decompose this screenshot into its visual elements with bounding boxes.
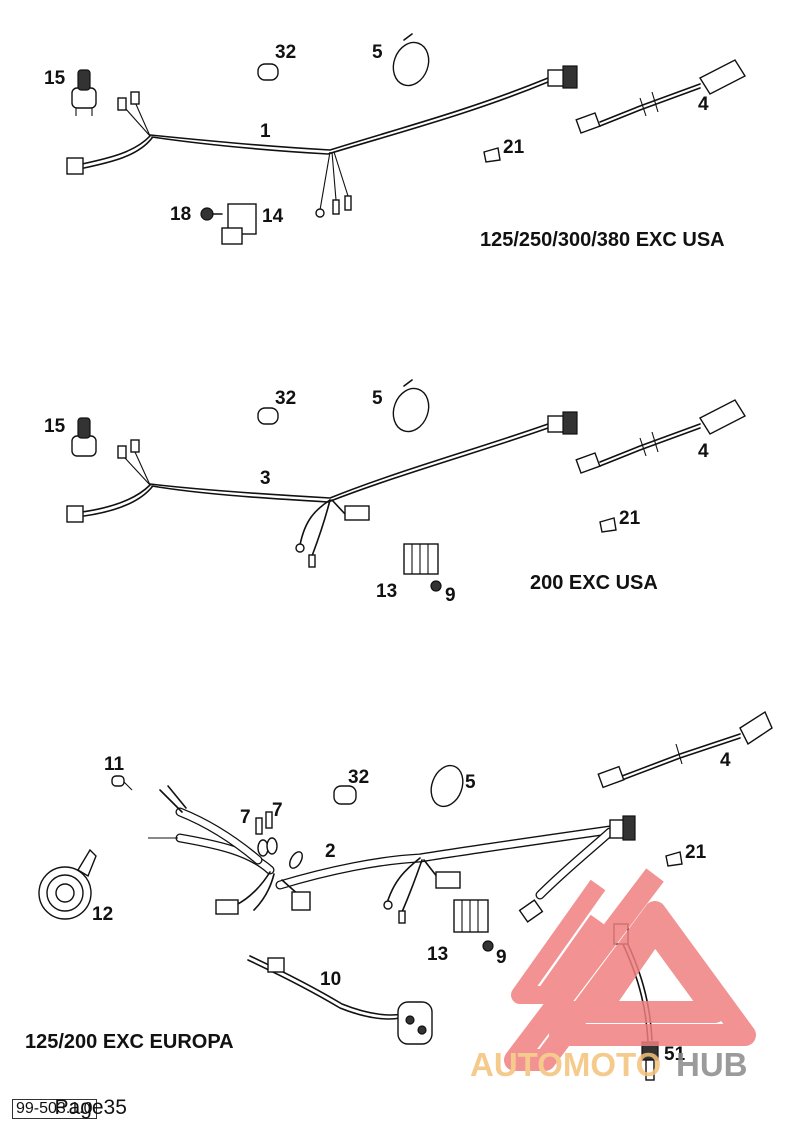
section-title-3: 125/200 EXC EUROPA bbox=[25, 1031, 234, 1053]
callout-15: 15 bbox=[44, 68, 66, 89]
automotohub-watermark: AUTOMOTO HUB bbox=[470, 868, 756, 1083]
callout-15: 15 bbox=[44, 416, 66, 437]
callout-5: 5 bbox=[372, 388, 383, 409]
callout-21: 21 bbox=[619, 508, 641, 529]
callout-1: 1 bbox=[260, 121, 271, 142]
callout-3: 3 bbox=[260, 468, 271, 489]
page-footer: 99-503.1.0 Page35 bbox=[12, 1093, 127, 1119]
callout-13: 13 bbox=[427, 944, 448, 965]
doc-code: 99-503.1.0 bbox=[12, 1099, 97, 1119]
callout-2: 2 bbox=[325, 841, 336, 862]
watermark-text-2: HUB bbox=[676, 1046, 748, 1083]
callout-5: 5 bbox=[465, 772, 476, 793]
callout-4: 4 bbox=[698, 94, 709, 115]
page-label: Page35 bbox=[54, 1096, 127, 1119]
section-2-200-exc-usa: 15 32 5 3 4 21 13 9 200 EXC USA bbox=[44, 379, 746, 606]
callout-14: 14 bbox=[262, 206, 284, 227]
callout-12: 12 bbox=[92, 904, 113, 925]
callout-7a: 7 bbox=[240, 807, 251, 828]
callout-7b: 7 bbox=[272, 800, 283, 821]
callout-11: 11 bbox=[104, 754, 125, 775]
callout-5: 5 bbox=[372, 42, 383, 63]
callout-10: 10 bbox=[320, 969, 341, 990]
watermark-logo-icon bbox=[504, 868, 756, 1071]
callout-21: 21 bbox=[503, 137, 525, 158]
callout-4: 4 bbox=[720, 750, 731, 771]
section-title-2: 200 EXC USA bbox=[530, 572, 658, 594]
section-title-1: 125/250/300/380 EXC USA bbox=[480, 229, 725, 251]
callout-32: 32 bbox=[275, 388, 296, 409]
watermark-text-1: AUTOMOTO bbox=[470, 1046, 661, 1083]
callout-32: 32 bbox=[275, 42, 296, 63]
callout-21: 21 bbox=[685, 842, 707, 863]
section-1-exc-usa: 15 32 5 1 4 21 18 14 125/250/300/380 EXC… bbox=[44, 33, 746, 251]
callout-4: 4 bbox=[698, 441, 709, 462]
callout-9: 9 bbox=[496, 947, 507, 968]
callout-32: 32 bbox=[348, 767, 369, 788]
callout-9: 9 bbox=[445, 585, 456, 606]
callout-13: 13 bbox=[376, 581, 397, 602]
callout-18: 18 bbox=[170, 204, 191, 225]
callout-51: 51 bbox=[664, 1044, 686, 1065]
